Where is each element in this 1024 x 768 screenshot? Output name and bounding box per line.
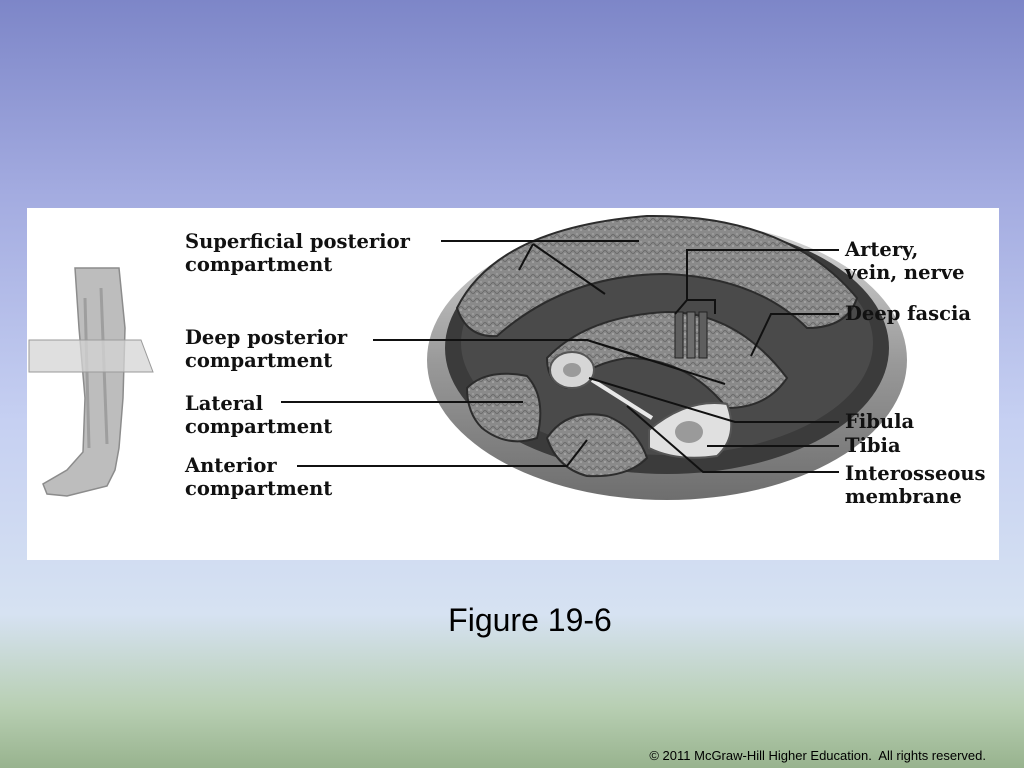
label-deep-posterior: Deep posterior compartment bbox=[185, 326, 348, 372]
label-artery-vein-nerve: Artery, vein, nerve bbox=[845, 238, 965, 284]
label-interosseous-membrane: Interosseous membrane bbox=[845, 462, 986, 508]
cross-section bbox=[427, 214, 907, 500]
leg-thumbnail bbox=[28, 267, 154, 497]
label-anterior: Anterior compartment bbox=[185, 454, 333, 500]
label-tibia: Tibia bbox=[845, 434, 901, 457]
label-deep-fascia: Deep fascia bbox=[845, 302, 972, 325]
label-lateral: Lateral compartment bbox=[185, 392, 333, 438]
figure-panel: Superficial posterior compartment Deep p… bbox=[27, 208, 999, 560]
copyright-notice: © 2011 McGraw-Hill Higher Education. All… bbox=[649, 748, 986, 763]
figure-caption: Figure 19-6 bbox=[448, 602, 612, 638]
label-superficial-posterior: Superficial posterior compartment bbox=[185, 230, 410, 276]
leader-lines bbox=[281, 240, 839, 473]
neurovascular-bundle bbox=[674, 311, 708, 359]
label-fibula: Fibula bbox=[845, 410, 915, 433]
leg-cross-section-illustration bbox=[28, 214, 907, 500]
